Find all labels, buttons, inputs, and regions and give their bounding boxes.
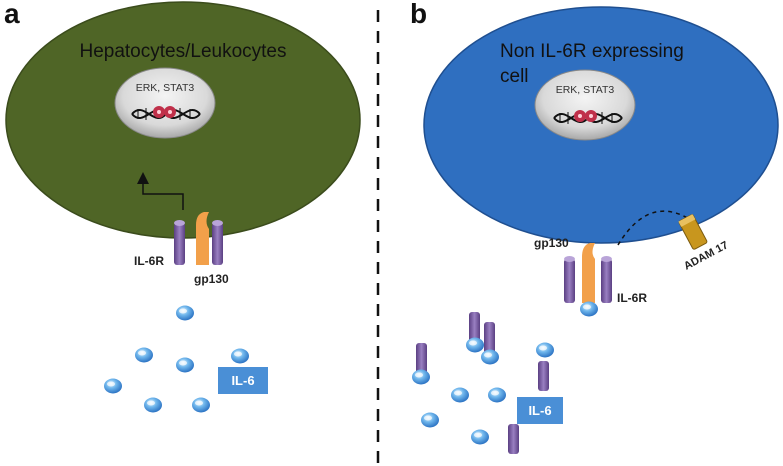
gp130-label-a: gp130 — [194, 272, 229, 286]
nucleus-a — [114, 67, 216, 139]
il6r-label-b: IL-6R — [617, 291, 647, 305]
gp130-receptor-a — [212, 223, 223, 265]
gp130-b — [582, 243, 595, 303]
il6r-label-a: IL-6R — [134, 254, 164, 268]
shedding-arrow-icon — [617, 210, 699, 246]
adam17-enzyme — [678, 214, 708, 250]
il6r-receptor-b — [601, 259, 612, 303]
panel-b-letter: b — [410, 0, 428, 29]
il6r-receptor-a — [174, 223, 185, 265]
receptor-complex-b — [564, 243, 612, 317]
receptor-complex-a — [174, 212, 223, 265]
cell-b-title-line1: Non IL-6R expressing — [500, 41, 684, 62]
panel-a-letter: a — [4, 0, 20, 29]
signal-arrow-icon — [137, 172, 184, 210]
il6-label-box-b: IL-6 — [517, 397, 563, 424]
gp130-a — [196, 212, 209, 265]
cell-a-title: Hepatocytes/Leukocytes — [79, 41, 287, 62]
il6-label-box-a: IL-6 — [218, 367, 268, 394]
soluble-il6r-complexes — [412, 312, 549, 454]
cell-b-title-line2: cell — [500, 66, 529, 87]
gp130-receptor-b — [564, 259, 575, 303]
nucleus-b-label: ERK, STAT3 — [555, 84, 615, 96]
dna-helix-icon — [553, 110, 623, 124]
nucleus-a-label: ERK, STAT3 — [135, 82, 195, 94]
dna-helix-icon — [131, 106, 201, 120]
il6-molecule-icon — [104, 305, 249, 413]
gp130-label-b: gp130 — [534, 236, 569, 250]
